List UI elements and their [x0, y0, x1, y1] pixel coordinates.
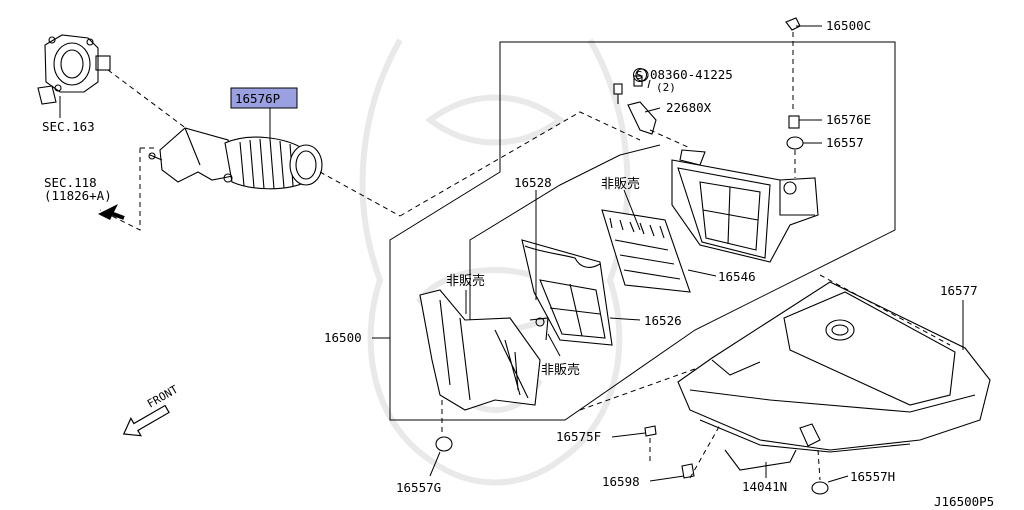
inner-outline: [469, 144, 661, 325]
clip-16598: [681, 463, 695, 479]
label-16557: 16557: [826, 135, 864, 150]
leader-16575f: [611, 432, 646, 438]
connector-throttle-duct: [107, 69, 196, 136]
connector-16598: [689, 424, 721, 479]
resonator: [677, 281, 991, 471]
diagram-code: J16500P5: [934, 494, 994, 509]
label-16500c: 16500C: [826, 18, 871, 33]
label-22680x: 22680X: [666, 100, 712, 115]
label-16500: 16500: [324, 330, 362, 345]
upper-dashed-outline: [399, 111, 641, 217]
filter-frame: [521, 239, 613, 346]
grommet-16557h: [811, 481, 829, 495]
resonator-dashed-outline: [819, 274, 951, 346]
leader-not-sold-3: [547, 333, 561, 357]
label-08360: 08360-41225: [650, 67, 733, 82]
label-16577: 16577: [940, 283, 978, 298]
lower-dashed-outline: [579, 359, 721, 411]
label-sec118: SEC.118: [44, 175, 97, 190]
label-16576p: 16576P: [235, 91, 280, 106]
leader-16598: [649, 475, 685, 482]
label-sec118-ref: (11826+A): [44, 188, 112, 203]
connector-sensor: [649, 129, 691, 149]
label-16546: 16546: [718, 269, 756, 284]
inlet-duct: [148, 127, 323, 190]
label-not-sold-2: 非販売: [446, 273, 485, 289]
label-08360-symbol: S: [636, 69, 643, 82]
label-not-sold-1: 非販売: [601, 176, 640, 192]
fastener-column: [785, 17, 822, 150]
label-16528: 16528: [514, 175, 552, 190]
label-08360-qty: (2): [656, 81, 676, 94]
assembly-outline: [389, 41, 896, 421]
leader-16526: [609, 317, 641, 321]
throttle-body: [37, 34, 111, 105]
grommet-16557g: [435, 436, 453, 452]
connector-duct-cover: [319, 171, 401, 217]
leader-08360: [647, 79, 651, 89]
clip-16575f: [644, 425, 657, 437]
label-16576e: 16576E: [826, 112, 871, 127]
label-16575f: 16575F: [556, 429, 601, 444]
leader-16546: [687, 269, 717, 277]
s-circle-icon: [633, 68, 647, 82]
leader-16557g: [429, 451, 441, 477]
sec118-bracket: [99, 147, 158, 231]
label-16557h: 16557H: [850, 469, 895, 484]
leader-not-sold-1: [623, 189, 641, 231]
label-sec163: SEC.163: [42, 119, 95, 134]
front-arrow-icon: [122, 404, 170, 437]
connector-16557h: [817, 449, 821, 481]
label-16526: 16526: [644, 313, 682, 328]
air-cleaner-upper: [671, 149, 819, 263]
leader-16557h: [827, 475, 849, 483]
highlight-16576p: [230, 87, 298, 109]
label-14041n: 14041N: [742, 479, 787, 494]
label-not-sold-3: 非販売: [541, 362, 580, 378]
label-16557g: 16557G: [396, 480, 441, 495]
sec118-arrow-shaft: [107, 210, 125, 220]
mass-airflow-sensor: [613, 68, 657, 135]
air-cleaner-lower: [419, 289, 549, 411]
leader-22680x: [644, 107, 661, 113]
filter-element: [601, 209, 691, 293]
label-16598: 16598: [602, 474, 640, 489]
